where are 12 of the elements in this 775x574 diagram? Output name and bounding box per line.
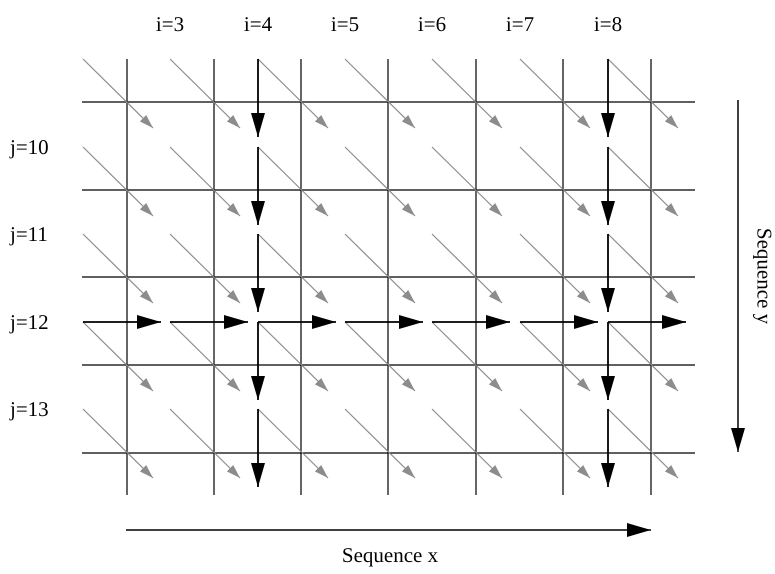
row-label: j=11 — [10, 224, 48, 245]
column-label: i=4 — [244, 14, 272, 35]
column-label: i=7 — [506, 14, 534, 35]
row-label: j=13 — [10, 399, 49, 420]
row-label: j=12 — [10, 312, 49, 333]
column-label: i=5 — [330, 14, 360, 35]
axis-label: Sequence x — [342, 545, 438, 566]
column-label: i=3 — [156, 14, 184, 35]
row-label: j=10 — [10, 137, 49, 158]
axis-label: Sequence y — [754, 228, 774, 324]
column-label: i=8 — [594, 14, 622, 35]
column-label: i=6 — [418, 14, 446, 35]
